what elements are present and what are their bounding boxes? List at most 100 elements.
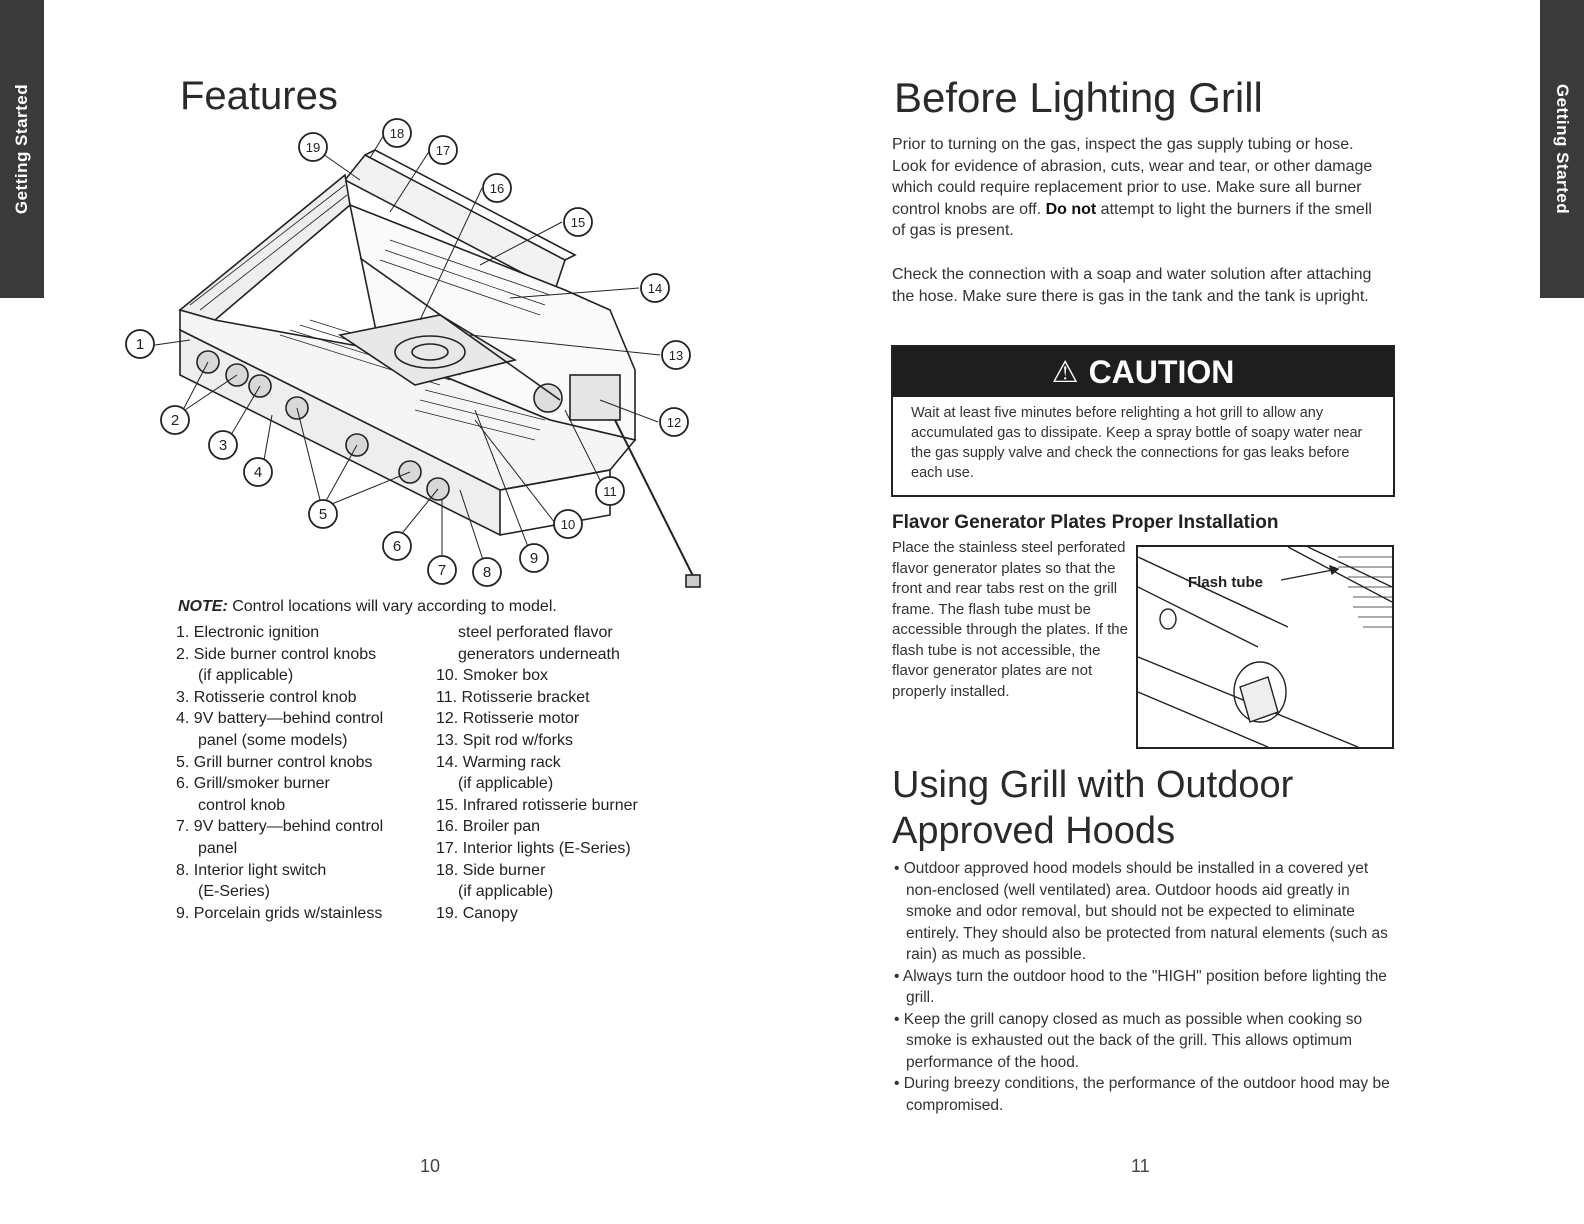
parts-list-item: (if applicable) bbox=[458, 775, 554, 793]
parts-list-item: 13. Spit rod w/forks bbox=[436, 731, 573, 749]
parts-list-item: 18. Side burner bbox=[436, 861, 546, 879]
flavor-generator-text: Place the stainless steel perforated fla… bbox=[892, 539, 1128, 700]
warning-triangle-icon: ⚠ bbox=[1051, 355, 1079, 389]
parts-list-item: (E-Series) bbox=[198, 883, 271, 901]
callout-17: 17 bbox=[428, 135, 458, 165]
callout-13: 13 bbox=[661, 340, 691, 370]
callout-9: 9 bbox=[519, 543, 549, 573]
callout-6: 6 bbox=[382, 531, 412, 561]
flash-tube-figure: Flash tube bbox=[1136, 545, 1394, 749]
bullet-item: Always turn the outdoor hood to the "HIG… bbox=[890, 966, 1390, 1009]
parts-list-item: panel bbox=[198, 839, 238, 857]
parts-list-item: (if applicable) bbox=[198, 667, 294, 685]
callout-5: 5 bbox=[308, 499, 338, 529]
side-tab-right-label: Getting Started bbox=[1553, 83, 1573, 215]
parts-list-item: 11. Rotisserie bracket bbox=[436, 688, 590, 706]
callout-19: 19 bbox=[298, 132, 328, 162]
parts-list-item: 8. Interior light switch bbox=[176, 861, 327, 879]
callout-3: 3 bbox=[208, 430, 238, 460]
callout-2: 2 bbox=[160, 405, 190, 435]
parts-list-item: 19. Canopy bbox=[436, 904, 518, 922]
parts-list-item: 2. Side burner control knobs bbox=[176, 645, 377, 663]
svg-text:9: 9 bbox=[530, 550, 538, 567]
para1-bold: Do not bbox=[1045, 200, 1097, 218]
note-text: Control locations will vary according to… bbox=[227, 598, 557, 615]
svg-text:15: 15 bbox=[571, 215, 585, 230]
svg-text:4: 4 bbox=[254, 464, 262, 481]
features-title: Features bbox=[180, 74, 338, 118]
svg-text:16: 16 bbox=[490, 181, 504, 196]
caution-header: ⚠ CAUTION bbox=[893, 347, 1393, 397]
svg-text:14: 14 bbox=[648, 281, 662, 296]
svg-text:10: 10 bbox=[561, 517, 575, 532]
parts-list-item: generators underneath bbox=[458, 645, 620, 663]
callout-10: 10 bbox=[553, 509, 583, 539]
callout-8: 8 bbox=[472, 557, 502, 587]
callout-12: 12 bbox=[659, 407, 689, 437]
parts-list-item: 1. Electronic ignition bbox=[176, 624, 320, 641]
para1-part2: attempt to light the burners if the smel… bbox=[892, 200, 1372, 240]
bullet-item: Outdoor approved hood models should be i… bbox=[890, 858, 1390, 966]
parts-list-item: 16. Broiler pan bbox=[436, 818, 541, 836]
hood-bullets: Outdoor approved hood models should be i… bbox=[890, 858, 1390, 1116]
svg-text:2: 2 bbox=[171, 412, 179, 429]
connection-paragraph: Check the connection with a soap and wat… bbox=[892, 266, 1372, 305]
parts-list-item: (if applicable) bbox=[458, 883, 554, 901]
callout-16: 16 bbox=[482, 173, 512, 203]
para1-part1: Prior to turning on the gas, inspect the… bbox=[892, 136, 1373, 218]
parts-list-item: 5. Grill burner control knobs bbox=[176, 753, 373, 771]
caution-text: Wait at least five minutes before religh… bbox=[911, 405, 1363, 481]
svg-text:3: 3 bbox=[219, 437, 227, 454]
caution-title: CAUTION bbox=[1088, 353, 1235, 390]
parts-list-item: 3. Rotisserie control knob bbox=[176, 688, 357, 706]
svg-text:6: 6 bbox=[393, 538, 401, 555]
control-note: NOTE: Control locations will vary accord… bbox=[178, 598, 557, 616]
flash-tube-label: Flash tube bbox=[1188, 574, 1263, 591]
callout-4: 4 bbox=[243, 457, 273, 487]
callout-14: 14 bbox=[640, 273, 670, 303]
bullet-item: During breezy conditions, the performanc… bbox=[890, 1073, 1390, 1116]
svg-text:1: 1 bbox=[136, 336, 144, 353]
parts-list-item: panel (some models) bbox=[198, 731, 348, 749]
svg-text:19: 19 bbox=[306, 140, 320, 155]
svg-text:7: 7 bbox=[438, 562, 446, 579]
svg-text:5: 5 bbox=[319, 506, 327, 523]
hoods-title-line1: Using Grill with Outdoor bbox=[892, 764, 1294, 806]
parts-list-item: 17. Interior lights (E-Series) bbox=[436, 839, 631, 857]
grill-diagram: 1 2 3 4 5 6 7 8 9 10 11 12 13 14 15 16 1… bbox=[125, 118, 701, 588]
parts-list-item: 4. 9V battery—behind control bbox=[176, 710, 384, 728]
callout-15: 15 bbox=[563, 207, 593, 237]
parts-list-item: 9. Porcelain grids w/stainless bbox=[176, 904, 383, 922]
page-number-left: 10 bbox=[420, 1156, 441, 1176]
svg-text:12: 12 bbox=[667, 415, 681, 430]
side-tab-right: Getting Started bbox=[1540, 0, 1584, 298]
caution-box: ⚠ CAUTION Wait at least five minutes bef… bbox=[891, 345, 1395, 497]
svg-text:17: 17 bbox=[436, 143, 450, 158]
side-tab-left: Getting Started bbox=[0, 0, 44, 298]
parts-list-item: 7. 9V battery—behind control bbox=[176, 818, 384, 836]
parts-list-item: 10. Smoker box bbox=[436, 667, 549, 685]
bullet-item: Keep the grill canopy closed as much as … bbox=[890, 1009, 1390, 1074]
svg-text:18: 18 bbox=[390, 126, 404, 141]
svg-text:11: 11 bbox=[603, 484, 617, 499]
parts-list-item: 15. Infrared rotisserie burner bbox=[436, 796, 638, 814]
parts-list-item: 12. Rotisserie motor bbox=[436, 710, 580, 728]
svg-text:13: 13 bbox=[669, 348, 683, 363]
parts-list-left: 1. Electronic ignition 2. Side burner con… bbox=[176, 622, 436, 924]
callout-7: 7 bbox=[427, 555, 457, 585]
parts-list-item: steel perforated flavor bbox=[458, 624, 613, 641]
flavor-generator-title: Flavor Generator Plates Proper Installat… bbox=[892, 512, 1279, 533]
parts-list-item: control knob bbox=[198, 796, 286, 814]
svg-text:8: 8 bbox=[483, 564, 491, 581]
hoods-title-line2: Approved Hoods bbox=[892, 810, 1176, 852]
parts-list-item: 14. Warming rack bbox=[436, 753, 561, 771]
callout-18: 18 bbox=[382, 118, 412, 148]
callout-1: 1 bbox=[125, 329, 155, 359]
inspection-paragraph: Prior to turning on the gas, inspect the… bbox=[892, 134, 1382, 242]
parts-list-right: steel perforated flavor generators undern… bbox=[436, 622, 686, 924]
callout-11: 11 bbox=[595, 476, 625, 506]
page-number-right: 11 bbox=[1131, 1156, 1150, 1176]
side-tab-left-label: Getting Started bbox=[12, 83, 32, 215]
before-lighting-title: Before Lighting Grill bbox=[894, 74, 1263, 121]
